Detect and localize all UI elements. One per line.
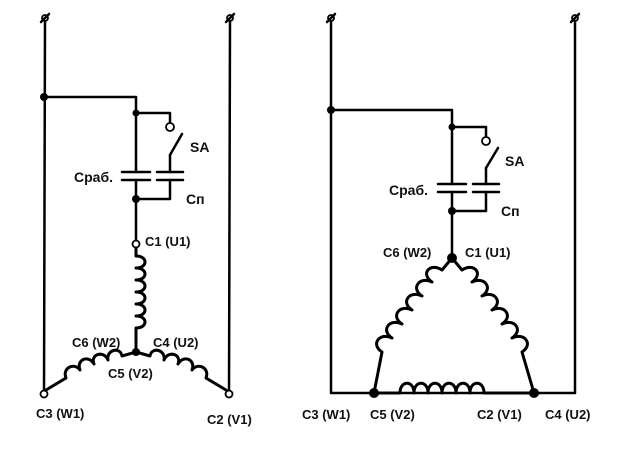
label-sa: SA [190,139,209,155]
terminal-c3 [39,389,49,399]
label-c2: C2 (V1) [207,412,252,427]
label-c1: C1 (U1) [465,245,511,260]
mains-terminal-left-2 [224,12,236,24]
delta-connection-diagram: Сраб. SA Сп C6 (W2) C1 (U1) C3 (W1) C5 (… [302,12,591,422]
label-c-start: Сп [501,203,520,219]
label-c3: C3 (W1) [302,407,350,422]
coil-v [134,348,228,392]
mains-terminal-left-1 [39,12,51,24]
switch-sa [165,122,184,174]
label-c2: C2 (V1) [477,407,522,422]
label-sa: SA [505,153,524,169]
label-c-start: Сп [186,191,205,207]
mains-wire-left [329,19,536,395]
coil-left-side [372,256,454,395]
label-c5: C5 (V2) [370,407,415,422]
coil-bottom [372,381,536,395]
label-c5: C5 (V2) [108,366,153,381]
branch-wire [42,95,138,174]
coil-u [134,246,147,352]
coil-w [44,348,138,392]
label-c3: C3 (W1) [36,406,84,421]
label-c-work: Сраб. [389,182,428,198]
mains-wire-left [42,19,47,395]
label-c4: C4 (U2) [545,407,591,422]
label-c4: C4 (U2) [153,335,199,350]
label-c1: C1 (U1) [145,234,191,249]
mains-wire-right [227,19,232,395]
label-c6: C6 (W2) [383,245,431,260]
switch-sa [481,136,500,186]
label-c-work: Сраб. [74,169,113,185]
label-c6: C6 (W2) [72,335,120,350]
mains-wire-right [532,19,577,395]
terminal-c2 [224,389,234,399]
terminal-c1 [131,239,141,249]
star-connection-diagram: Сраб. SA Сп C1 (U1) C6 (W2) C4 (U2) C5 (… [36,12,252,427]
coil-right-side [450,256,536,395]
